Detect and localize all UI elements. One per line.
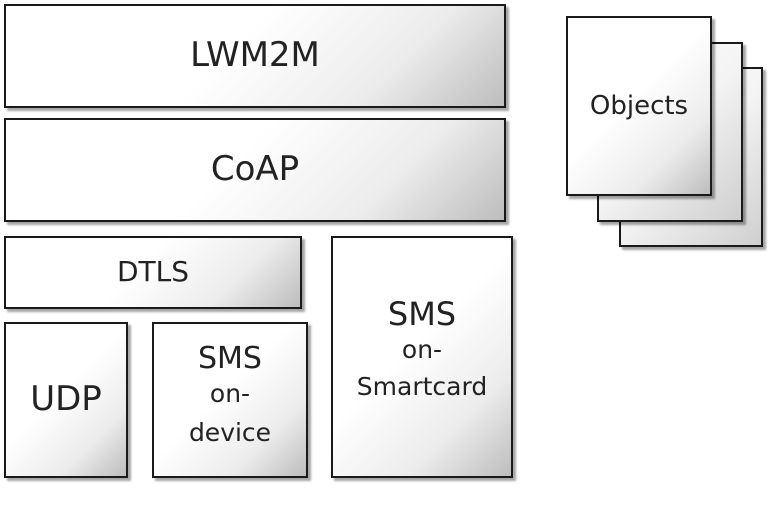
udp-layer: UDP (4, 322, 128, 478)
sms-on-device-line2: device (188, 417, 272, 447)
sms-on-smartcard-line1: on- (401, 335, 443, 365)
sms-on-device-line1: on- (209, 378, 251, 408)
objects-stack-card-front: Objects (566, 16, 712, 196)
objects-label: Objects (589, 90, 689, 121)
sms-on-device-title: SMS (198, 340, 262, 376)
sms-on-device-layer: SMS on- device (152, 322, 308, 478)
sms-on-smartcard-title: SMS (387, 295, 457, 334)
lwm2m-label: LWM2M (190, 35, 320, 76)
coap-layer: CoAP (4, 118, 506, 222)
coap-label: CoAP (210, 149, 300, 190)
sms-on-smartcard-line2: Smartcard (356, 371, 488, 401)
udp-label: UDP (30, 379, 102, 420)
sms-on-smartcard-layer: SMS on- Smartcard (331, 236, 513, 478)
dtls-layer: DTLS (4, 236, 302, 309)
lwm2m-layer: LWM2M (4, 4, 506, 108)
dtls-label: DTLS (116, 255, 190, 289)
